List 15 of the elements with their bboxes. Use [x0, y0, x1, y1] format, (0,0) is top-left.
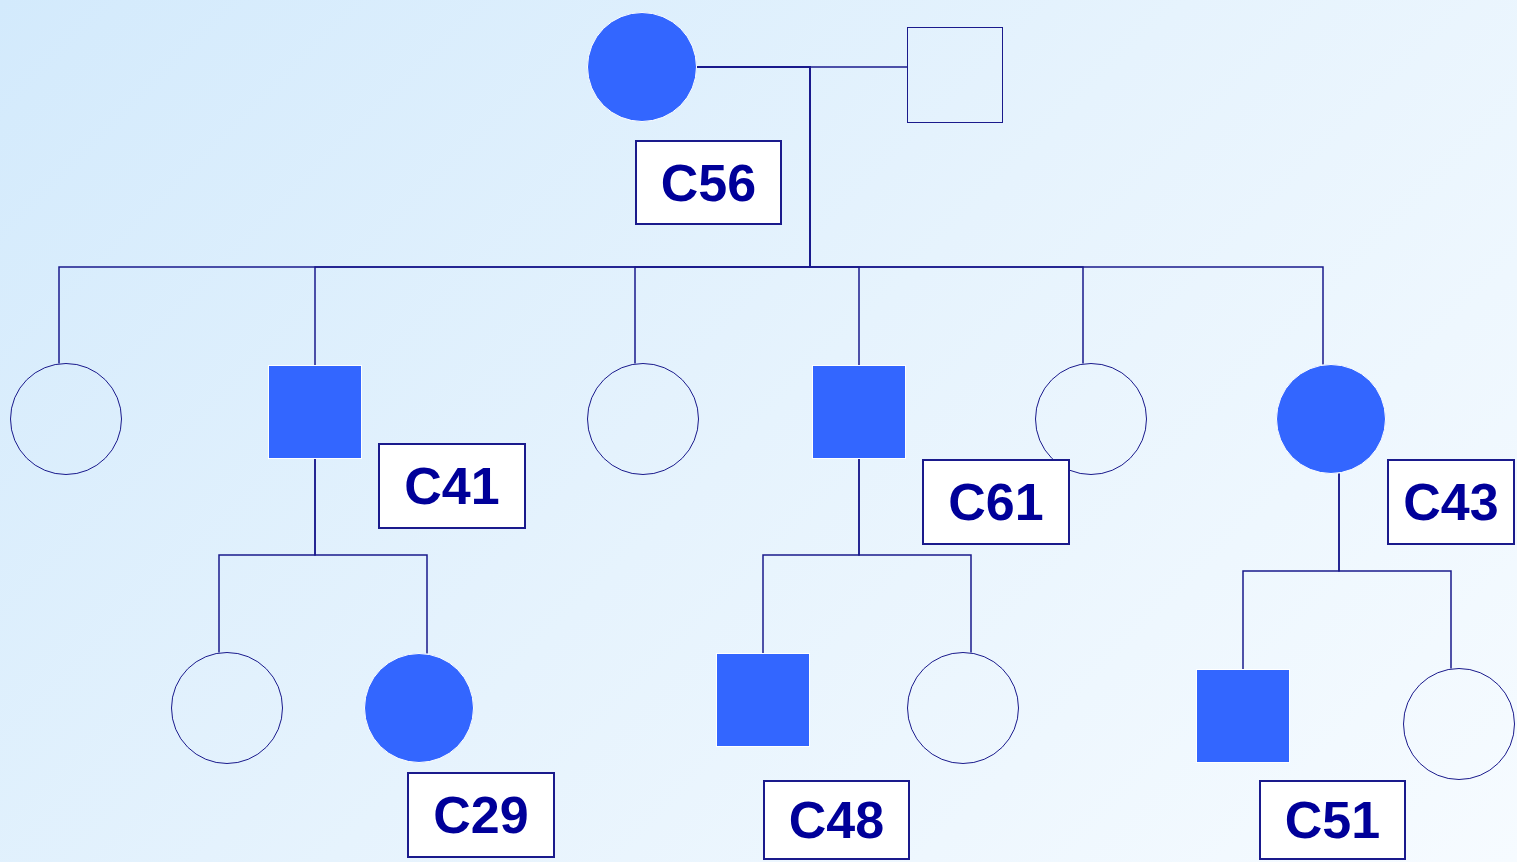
filled-square-symbol — [716, 653, 810, 747]
id-label: C51 — [1259, 780, 1406, 860]
filled-square-symbol — [812, 365, 906, 459]
id-label: C41 — [378, 443, 526, 529]
pedigree-line — [314, 458, 428, 655]
filled-square-symbol — [268, 365, 362, 459]
id-label: C61 — [922, 459, 1070, 545]
id-label: C43 — [1387, 459, 1515, 545]
filled-square-symbol — [1196, 669, 1290, 763]
pedigree-line — [858, 458, 972, 654]
pedigree-line — [1338, 472, 1452, 670]
id-label: C56 — [635, 140, 782, 225]
id-label: C48 — [763, 780, 910, 860]
open-square-symbol — [907, 27, 1003, 123]
id-label: C29 — [407, 772, 555, 858]
